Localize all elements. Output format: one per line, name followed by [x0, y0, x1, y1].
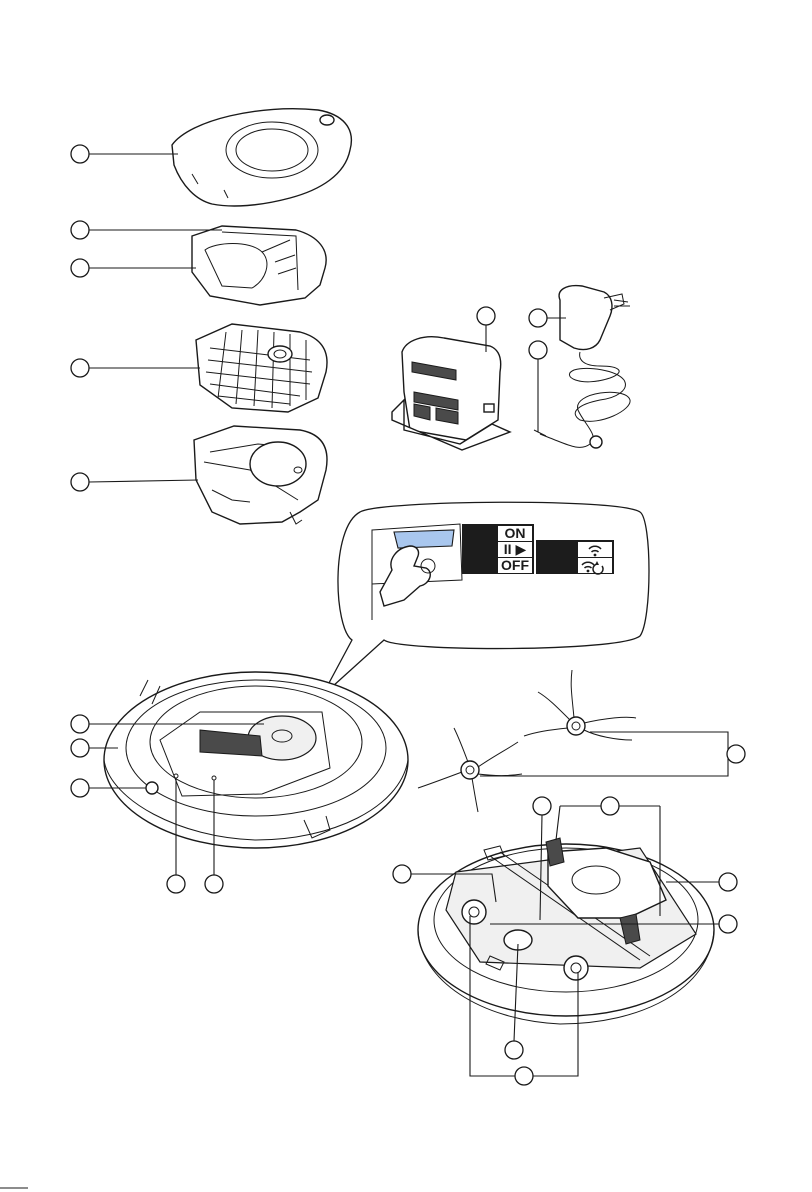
- callout-marker: [71, 259, 196, 277]
- power-adapter: [534, 286, 630, 448]
- robot-bottom-view: [418, 838, 714, 1024]
- on-label: ON: [505, 525, 526, 541]
- side-brush-1: [524, 670, 636, 740]
- side-brush-2: [418, 728, 522, 812]
- callout-marker: [71, 359, 200, 377]
- control-panel-callout: ON II ▶ OFF: [322, 502, 649, 696]
- charging-base: [392, 337, 510, 450]
- side-brushes: [418, 670, 728, 812]
- start-button: [394, 530, 454, 548]
- mesh-filter: [196, 324, 327, 412]
- callout-marker: [71, 145, 178, 163]
- filter-holder: [192, 226, 326, 305]
- robot-top-view: [104, 672, 408, 848]
- callout-marker: [71, 473, 198, 491]
- dust-container-lid: [172, 109, 351, 206]
- callout-marker: [727, 745, 745, 763]
- callout-marker: [529, 341, 547, 432]
- off-label: OFF: [501, 557, 529, 573]
- pause-play-label: II ▶: [504, 541, 527, 557]
- dust-container: [194, 426, 327, 524]
